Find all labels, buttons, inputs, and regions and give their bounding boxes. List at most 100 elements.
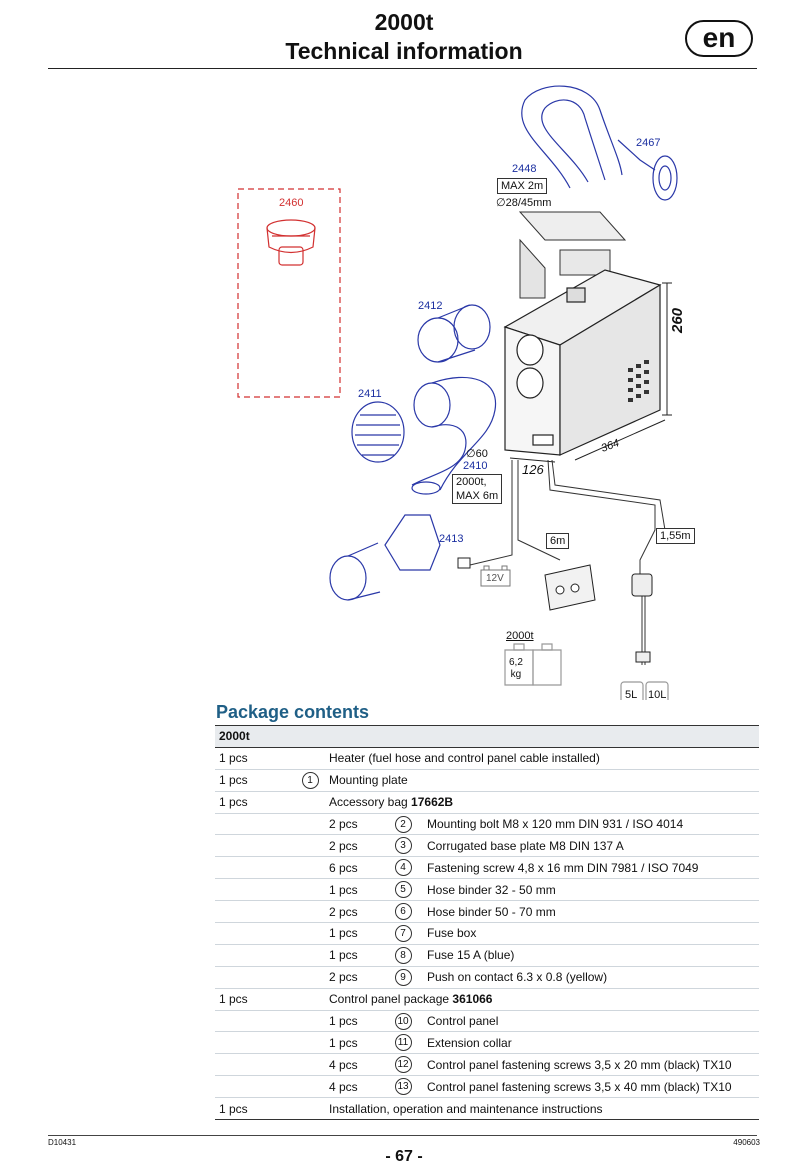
optional-part-frame <box>237 188 341 398</box>
weight-icons <box>504 643 562 686</box>
item-number-badge: 12 <box>394 1056 412 1074</box>
sub-qty-cell: 4 pcs <box>325 1053 383 1077</box>
part-2460-label: 2460 <box>279 197 304 209</box>
item-number-cell <box>295 1031 325 1055</box>
battery-12v-label: 12V <box>486 573 504 584</box>
description-cell: Heater (fuel hose and control panel cabl… <box>325 747 759 770</box>
sub-item-number-cell: 10 <box>383 1010 423 1033</box>
table-header-row: 2000t <box>215 725 759 748</box>
item-number-badge: 3 <box>394 837 412 855</box>
qty-cell <box>215 1075 295 1099</box>
description-text: Heater (fuel hose and control panel cabl… <box>329 751 600 766</box>
description-cell: Fastening screw 4,8 x 16 mm DIN 7981 / I… <box>423 856 759 880</box>
fuel-tank-icons <box>620 681 669 700</box>
description-cell: Corrugated base plate M8 DIN 137 A <box>423 834 759 858</box>
item-number-cell <box>295 988 325 1011</box>
sub-qty-cell: 2 pcs <box>325 966 383 989</box>
description-cell: Mounting bolt M8 x 120 mm DIN 931 / ISO … <box>423 813 759 836</box>
description-text: Accessory bag <box>329 795 412 810</box>
description-cell: Control panel <box>423 1010 759 1033</box>
weight-model-label: 2000t <box>506 630 534 642</box>
footer-right-code: 490603 <box>733 1138 760 1147</box>
max-length-2m-box: MAX 2m <box>497 178 548 194</box>
item-number-cell <box>295 1053 325 1077</box>
item-number-cell <box>295 900 325 924</box>
qty-cell <box>215 922 295 945</box>
package-contents-heading: Package contents <box>216 702 370 722</box>
connector-2413 <box>329 514 441 601</box>
item-number-cell <box>295 922 325 945</box>
qty-cell <box>215 966 295 989</box>
package-contents-table: 2000t 1 pcs Heater (fuel hose and control… <box>215 725 759 1121</box>
table-header-model: 2000t <box>215 725 759 748</box>
table-row: 1 pcs Heater (fuel hose and control panel… <box>215 747 759 770</box>
description-cell: Hose binder 50 - 70 mm <box>423 900 759 924</box>
item-number-badge: 11 <box>394 1034 412 1052</box>
part-number: 17662B <box>411 795 454 810</box>
item-number-cell <box>295 1097 325 1121</box>
description-cell: Control panel fastening screws 3,5 x 20 … <box>423 1053 759 1077</box>
dimension-lines <box>509 282 672 463</box>
qty-cell <box>215 1031 295 1055</box>
exploded-diagram <box>237 85 678 700</box>
item-number-badge: 2 <box>394 815 412 833</box>
item-number-badge: 1 <box>301 771 319 789</box>
description-cell: Installation, operation and maintenance … <box>325 1097 759 1121</box>
item-number-cell <box>295 878 325 902</box>
qty-cell: 1 pcs <box>215 769 295 792</box>
sub-qty-cell: 1 pcs <box>325 922 383 945</box>
qty-cell <box>215 813 295 836</box>
description-text: Push on contact 6.3 x 0.8 (yellow) <box>427 970 608 985</box>
depth-dimension: 126 <box>522 462 544 477</box>
roof-outlet-2460 <box>266 219 316 266</box>
sub-item-number-cell: 11 <box>383 1031 423 1055</box>
sub-item-number-cell: 4 <box>383 856 423 880</box>
weight-value-label: 6,2 kg <box>509 657 523 680</box>
description-text: Mounting plate <box>329 773 408 788</box>
mounting-plate-drawing <box>518 211 627 299</box>
qty-cell <box>215 834 295 858</box>
air-grille-2411 <box>351 401 405 463</box>
item-number-badge: 7 <box>394 924 412 942</box>
tank-5l-label: 5L <box>625 689 638 701</box>
sub-qty-cell: 1 pcs <box>325 1010 383 1033</box>
sub-qty-cell: 4 pcs <box>325 1075 383 1099</box>
item-number-cell <box>295 856 325 880</box>
heater-unit-drawing <box>503 269 662 456</box>
description-text: Mounting bolt M8 x 120 mm DIN 931 / ISO … <box>427 817 684 831</box>
description-cell: Mounting plate <box>325 769 759 792</box>
page-number: - 67 - <box>385 1148 423 1165</box>
exhaust-outlet-2467 <box>617 139 678 201</box>
description-cell: Fuse 15 A (blue) <box>423 944 759 967</box>
item-number-badge: 13 <box>394 1078 412 1096</box>
sub-item-number-cell: 3 <box>383 834 423 858</box>
qty-cell: 1 pcs <box>215 791 295 814</box>
sub-qty-cell: 2 pcs <box>325 900 383 924</box>
qty-cell: 1 pcs <box>215 1097 295 1121</box>
item-number-cell <box>295 1075 325 1099</box>
description-text: Control panel fastening screws 3,5 x 20 … <box>427 1057 732 1072</box>
description-cell: Fuse box <box>423 922 759 945</box>
description-text: Fuse 15 A (blue) <box>427 948 515 963</box>
part-2448-label: 2448 <box>512 163 537 175</box>
description-cell: Control panel fastening screws 3,5 x 40 … <box>423 1075 759 1099</box>
sub-item-number-cell: 9 <box>383 966 423 989</box>
item-number-cell <box>295 747 325 770</box>
description-text: Installation, operation and maintenance … <box>329 1101 603 1116</box>
table-row: 4 pcs 13 Control panel fastening screws 3,… <box>215 1075 759 1099</box>
qty-cell: 1 pcs <box>215 988 295 1011</box>
control-panel-drawing <box>544 564 596 611</box>
description-text: Fastening screw 4,8 x 16 mm DIN 7981 / I… <box>427 860 699 875</box>
sleeve-2412 <box>417 304 491 363</box>
part-2410-label: 2410 <box>463 460 488 472</box>
qty-cell: 1 pcs <box>215 747 295 770</box>
table-row: 1 pcs 1 Mounting plate <box>215 769 759 792</box>
table-row: 1 pcs 7 Fuse box <box>215 922 759 945</box>
